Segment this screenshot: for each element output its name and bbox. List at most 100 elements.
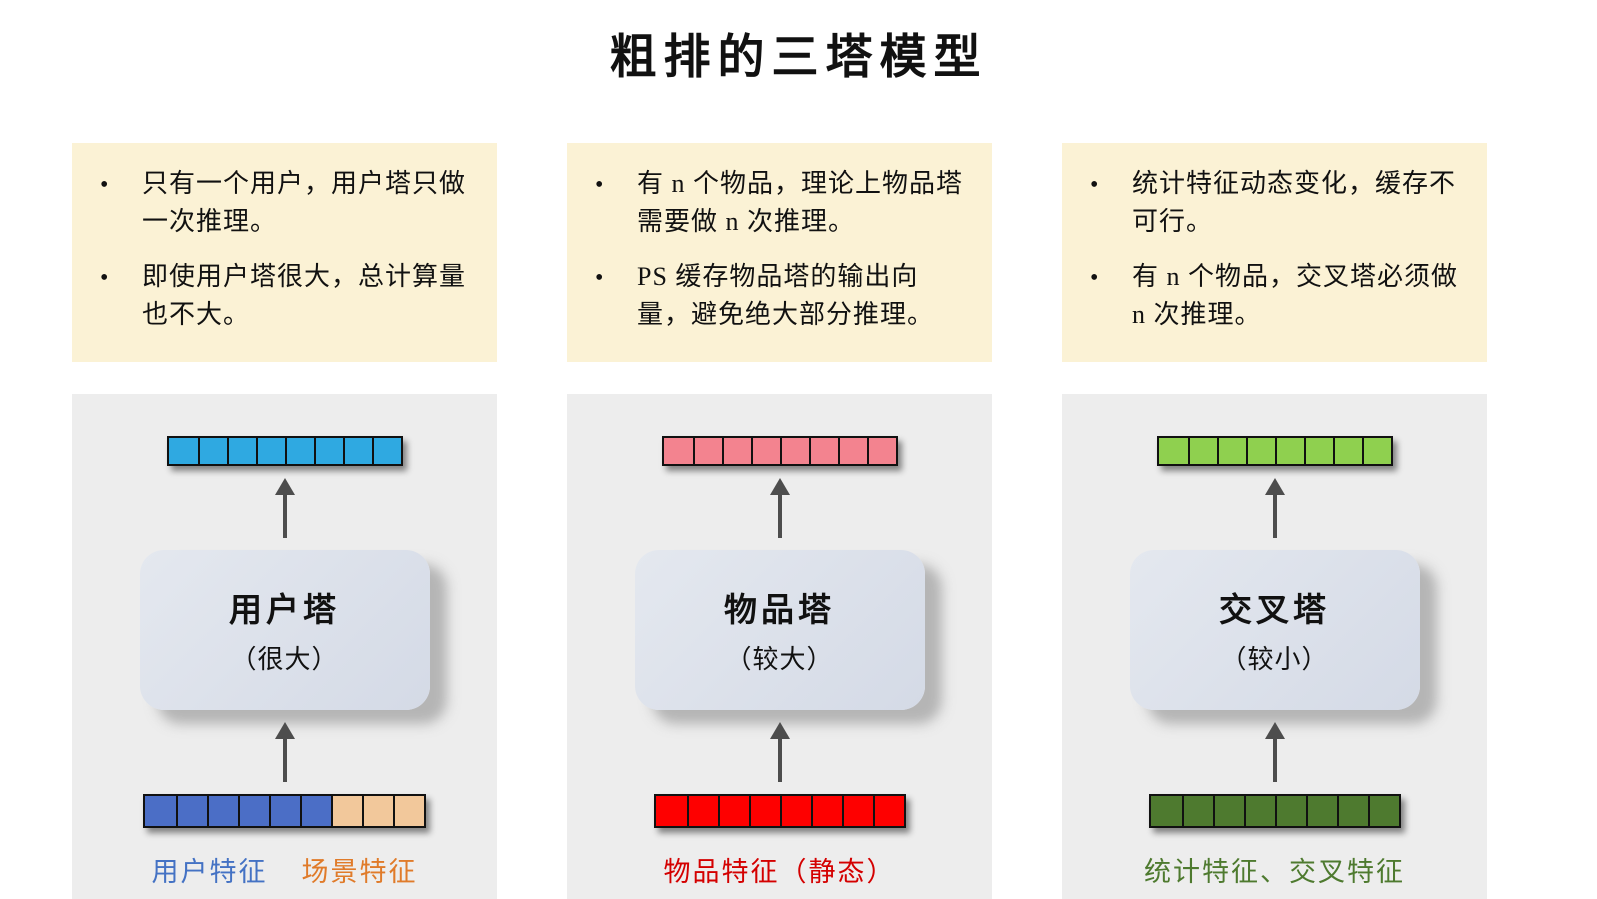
vector-cell bbox=[1305, 795, 1337, 826]
panel-user-tower: 用户塔 （很大） 用户特征 场景特征 bbox=[72, 393, 497, 899]
vector-cell bbox=[1367, 795, 1399, 826]
vector-cell bbox=[721, 437, 751, 464]
feature-label: 场景特征 bbox=[301, 856, 418, 887]
arrow-head bbox=[1264, 721, 1285, 739]
column-cross-tower: 统计特征动态变化，缓存不可行。 有 n 个物品，交叉塔必须做 n 次推理。 交叉… bbox=[1062, 143, 1487, 899]
panel-cross-tower: 交叉塔 （较小） 统计特征、交叉特征 bbox=[1062, 393, 1487, 899]
vector-cell bbox=[145, 795, 176, 826]
vector-cell bbox=[1243, 795, 1275, 826]
input-feature-labels: 物品特征（静态） bbox=[664, 850, 896, 889]
vector-cell bbox=[692, 437, 722, 464]
note-box-cross-tower: 统计特征动态变化，缓存不可行。 有 n 个物品，交叉塔必须做 n 次推理。 bbox=[1062, 143, 1487, 362]
up-arrow-icon bbox=[769, 477, 790, 538]
up-arrow-icon bbox=[769, 721, 790, 782]
vector-cell bbox=[1332, 437, 1362, 464]
vector-cell bbox=[810, 795, 842, 826]
vector-cell bbox=[866, 437, 896, 464]
up-arrow-icon bbox=[274, 721, 295, 782]
note-text: 有 n 个物品，理论上物品塔需要做 n 次推理。 bbox=[637, 169, 964, 236]
feature-label: 统计特征、交叉特征 bbox=[1144, 856, 1405, 887]
vector-cell bbox=[750, 437, 780, 464]
vector-cell bbox=[808, 437, 838, 464]
arrow-stem bbox=[282, 494, 287, 538]
vector-cell bbox=[197, 437, 227, 464]
arrow-stem bbox=[777, 738, 782, 782]
vector-cell bbox=[686, 795, 718, 826]
arrow-stem bbox=[282, 738, 287, 782]
vector-cell bbox=[1361, 437, 1391, 464]
vector-cell bbox=[1212, 795, 1244, 826]
vector-cell bbox=[663, 437, 693, 464]
vector-cell bbox=[226, 437, 256, 464]
input-feature-labels: 用户特征 场景特征 bbox=[152, 850, 418, 889]
note-bullet-item: 统计特征动态变化，缓存不可行。 bbox=[1078, 165, 1469, 240]
vector-cell bbox=[1336, 795, 1368, 826]
arrow-head bbox=[274, 721, 295, 739]
note-bullet-item: 有 n 个物品，理论上物品塔需要做 n 次推理。 bbox=[583, 165, 974, 240]
three-tower-diagram: 只有一个用户，用户塔只做一次推理。 即使用户塔很大，总计算量也不大。 用户塔 （… bbox=[72, 143, 1487, 899]
vector-cell bbox=[1187, 437, 1217, 464]
vector-cell bbox=[841, 795, 873, 826]
vector-cell bbox=[342, 437, 372, 464]
vector-cell bbox=[1150, 795, 1182, 826]
tower-name: 物品塔 bbox=[724, 593, 835, 630]
note-text: 有 n 个物品，交叉塔必须做 n 次推理。 bbox=[1132, 262, 1459, 330]
up-arrow-icon bbox=[1264, 477, 1285, 538]
vector-cell bbox=[1274, 795, 1306, 826]
arrow-head bbox=[274, 477, 295, 495]
vector-cell bbox=[393, 795, 424, 826]
vector-cell bbox=[168, 437, 198, 464]
arrow-stem bbox=[1272, 494, 1277, 538]
vector-cell bbox=[837, 437, 867, 464]
arrow-head bbox=[1264, 477, 1285, 495]
tower-size: （很大） bbox=[230, 645, 339, 675]
input-vector bbox=[143, 793, 426, 828]
tower-box-user: 用户塔 （很大） bbox=[139, 549, 430, 710]
column-user-tower: 只有一个用户，用户塔只做一次推理。 即使用户塔很大，总计算量也不大。 用户塔 （… bbox=[72, 143, 497, 899]
vector-cell bbox=[872, 795, 904, 826]
feature-label: 物品特征（静态） bbox=[663, 856, 896, 887]
feature-label: 用户特征 bbox=[151, 856, 268, 887]
vector-cell bbox=[300, 795, 331, 826]
arrow-stem bbox=[777, 494, 782, 538]
tower-box-item: 物品塔 （较大） bbox=[634, 549, 925, 710]
vector-cell bbox=[238, 795, 269, 826]
vector-cell bbox=[1274, 437, 1304, 464]
arrow-stem bbox=[1272, 738, 1277, 782]
page-title: 粗排的三塔模型 bbox=[609, 32, 988, 84]
note-bullet-item: 有 n 个物品，交叉塔必须做 n 次推理。 bbox=[1078, 258, 1469, 333]
tower-size: （较大） bbox=[725, 645, 834, 675]
input-vector bbox=[1148, 793, 1401, 828]
note-bullet-item: 只有一个用户，用户塔只做一次推理。 bbox=[88, 165, 479, 240]
note-text: 统计特征动态变化，缓存不可行。 bbox=[1132, 169, 1457, 236]
up-arrow-icon bbox=[274, 477, 295, 538]
vector-cell bbox=[779, 437, 809, 464]
note-bullet-item: 即使用户塔很大，总计算量也不大。 bbox=[88, 258, 479, 333]
tower-name: 用户塔 bbox=[229, 593, 340, 630]
vector-cell bbox=[748, 795, 780, 826]
vector-cell bbox=[1216, 437, 1246, 464]
note-text: 即使用户塔很大，总计算量也不大。 bbox=[142, 262, 467, 330]
input-feature-labels: 统计特征、交叉特征 bbox=[1144, 850, 1405, 889]
vector-cell bbox=[717, 795, 749, 826]
note-text: PS 缓存物品塔的输出向量，避免绝大部分推理。 bbox=[637, 262, 935, 330]
up-arrow-icon bbox=[1264, 721, 1285, 782]
vector-cell bbox=[284, 437, 314, 464]
vector-cell bbox=[1245, 437, 1275, 464]
output-vector bbox=[1156, 435, 1393, 466]
tower-box-cross: 交叉塔 （较小） bbox=[1129, 549, 1420, 710]
vector-cell bbox=[655, 795, 687, 826]
note-box-user-tower: 只有一个用户，用户塔只做一次推理。 即使用户塔很大，总计算量也不大。 bbox=[72, 143, 497, 362]
vector-cell bbox=[779, 795, 811, 826]
vector-cell bbox=[1181, 795, 1213, 826]
vector-cell bbox=[331, 795, 362, 826]
column-item-tower: 有 n 个物品，理论上物品塔需要做 n 次推理。 PS 缓存物品塔的输出向量，避… bbox=[567, 143, 992, 899]
vector-cell bbox=[362, 795, 393, 826]
panel-item-tower: 物品塔 （较大） 物品特征（静态） bbox=[567, 393, 992, 899]
note-bullet-item: PS 缓存物品塔的输出向量，避免绝大部分推理。 bbox=[583, 258, 974, 333]
vector-cell bbox=[269, 795, 300, 826]
tower-name: 交叉塔 bbox=[1219, 593, 1330, 630]
output-vector bbox=[166, 435, 403, 466]
tower-size: （较小） bbox=[1220, 645, 1329, 675]
arrow-head bbox=[769, 477, 790, 495]
